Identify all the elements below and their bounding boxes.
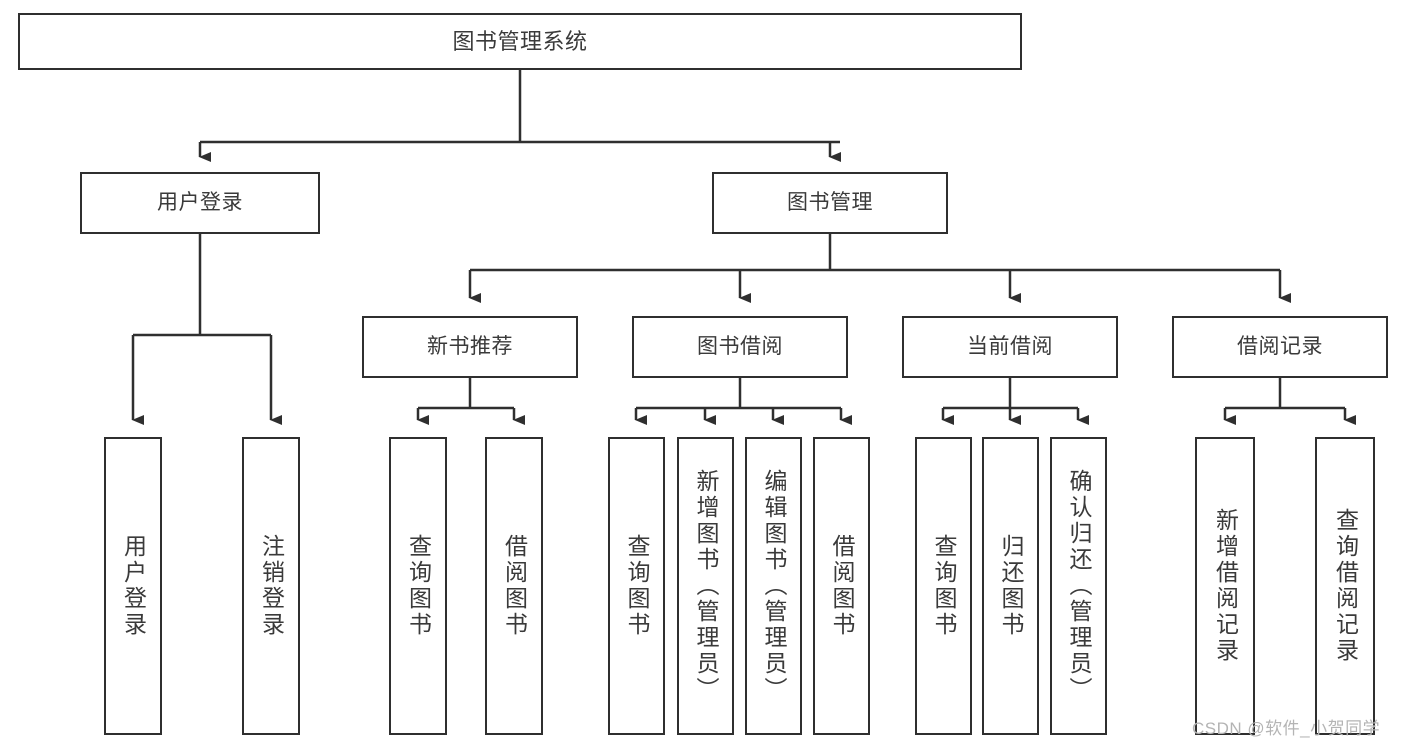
node-label: 新增借阅记录 (1212, 508, 1239, 664)
leaf-current-query-book[interactable]: 查询图书 (915, 437, 972, 735)
node-label: 查询图书 (405, 534, 432, 638)
csdn-watermark: CSDN @软件_小贺同学 (1192, 719, 1381, 738)
node-book-borrow[interactable]: 图书借阅 (632, 316, 848, 378)
node-label: 图书管理系统 (452, 28, 588, 54)
node-label: 编辑图书（管理员） (761, 469, 787, 703)
leaf-record-query-record[interactable]: 查询借阅记录 (1315, 437, 1375, 735)
leaf-borrow-edit-book-admin[interactable]: 编辑图书（管理员） (745, 437, 802, 735)
node-user-login[interactable]: 用户登录 (80, 172, 320, 234)
node-label: 新增图书（管理员） (693, 469, 719, 703)
node-label: 图书管理 (787, 190, 873, 214)
node-label: 借阅图书 (829, 534, 855, 638)
leaf-current-confirm-return-admin[interactable]: 确认归还（管理员） (1050, 437, 1107, 735)
leaf-record-add-record[interactable]: 新增借阅记录 (1195, 437, 1255, 735)
node-label: 图书借阅 (697, 334, 783, 358)
leaf-borrow-borrow-book[interactable]: 借阅图书 (813, 437, 870, 735)
leaf-recommend-borrow-book[interactable]: 借阅图书 (485, 437, 543, 735)
node-label: 用户登录 (157, 190, 243, 214)
node-label: 确认归还（管理员） (1066, 469, 1092, 703)
node-label: 查询图书 (931, 534, 957, 638)
node-new-book-recommend[interactable]: 新书推荐 (362, 316, 578, 378)
leaf-user-login-logout[interactable]: 注销登录 (242, 437, 300, 735)
node-label: 归还图书 (998, 534, 1024, 638)
node-label: 当前借阅 (967, 334, 1053, 358)
node-borrow-record[interactable]: 借阅记录 (1172, 316, 1388, 378)
leaf-user-login-signin[interactable]: 用户登录 (104, 437, 162, 735)
leaf-borrow-query-book[interactable]: 查询图书 (608, 437, 665, 735)
node-label: 查询图书 (624, 534, 650, 638)
node-label: 查询借阅记录 (1332, 508, 1359, 664)
node-label: 借阅图书 (501, 534, 528, 638)
node-book-management[interactable]: 图书管理 (712, 172, 948, 234)
leaf-recommend-query-book[interactable]: 查询图书 (389, 437, 447, 735)
node-label: 新书推荐 (427, 334, 513, 358)
node-root-system[interactable]: 图书管理系统 (18, 13, 1022, 70)
node-current-borrow[interactable]: 当前借阅 (902, 316, 1118, 378)
node-label: 借阅记录 (1237, 334, 1323, 358)
leaf-current-return-book[interactable]: 归还图书 (982, 437, 1039, 735)
node-label: 用户登录 (120, 534, 147, 638)
leaf-borrow-add-book-admin[interactable]: 新增图书（管理员） (677, 437, 734, 735)
node-label: 注销登录 (258, 534, 285, 638)
